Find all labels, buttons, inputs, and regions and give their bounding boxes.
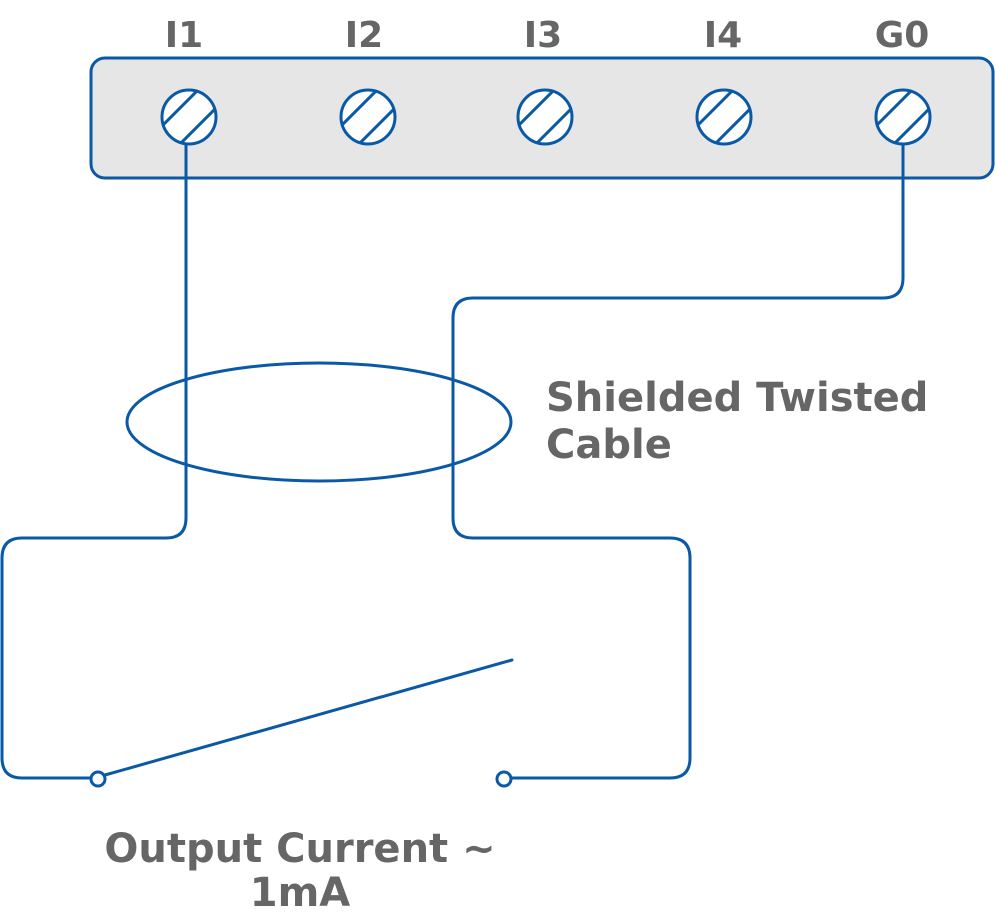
switch-blade — [103, 658, 514, 777]
cable-shield-ellipse — [125, 361, 513, 483]
switch-label-line1: Output Current ~ — [104, 826, 495, 872]
switch-contact-right-icon — [495, 770, 513, 788]
wire-i1 — [0, 142, 188, 780]
terminal-label-i3: I3 — [524, 15, 562, 56]
terminal-label-g0: G0 — [875, 15, 930, 56]
terminal-label-i1: I1 — [165, 15, 203, 56]
cable-label-line1: Shielded Twisted — [546, 375, 928, 421]
screw-terminal-g0-icon — [874, 88, 932, 146]
cable-label-line2: Cable — [546, 422, 672, 468]
switch-label-line2: 1mA — [250, 870, 351, 916]
screw-terminal-i2-icon — [339, 88, 397, 146]
screw-terminal-i3-icon — [516, 88, 574, 146]
screw-terminal-i1-icon — [160, 88, 218, 146]
switch-contact-left-icon — [89, 770, 107, 788]
wire-g0 — [451, 142, 905, 780]
terminal-label-i4: I4 — [704, 15, 742, 56]
terminal-label-i2: I2 — [345, 15, 383, 56]
screw-terminal-i4-icon — [695, 88, 753, 146]
